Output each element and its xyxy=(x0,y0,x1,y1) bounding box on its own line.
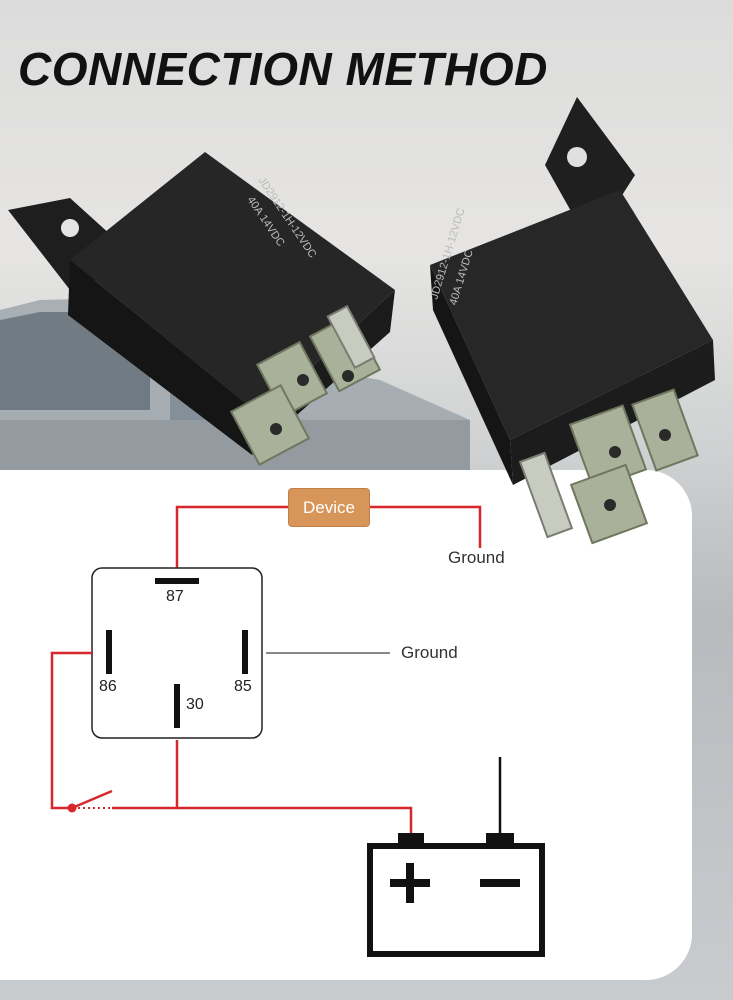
pin-85-label: 85 xyxy=(234,678,252,695)
pin-86-label: 86 xyxy=(99,678,117,695)
page-title: CONNECTION METHOD xyxy=(18,43,548,95)
wire-86-to-switch xyxy=(50,651,92,810)
pin-30-label: 30 xyxy=(186,696,204,713)
ground-label-device: Ground xyxy=(448,548,505,567)
wire-to-battery-positive xyxy=(177,806,413,833)
pin-87-label: 87 xyxy=(166,588,184,605)
battery-icon xyxy=(367,833,545,957)
pin-86-terminal xyxy=(106,630,112,674)
wire-87-to-device xyxy=(175,505,288,580)
relay-right: JD2912-1H-12VDC 40A 14VDC xyxy=(428,97,715,545)
wire-device-to-ground xyxy=(368,505,482,548)
pin-87-terminal xyxy=(155,578,199,584)
pin-30-terminal xyxy=(174,684,180,728)
ground-label-85: Ground xyxy=(401,643,458,662)
wire-30-to-battery xyxy=(112,740,179,810)
switch-lever xyxy=(71,789,113,810)
pin-85-terminal xyxy=(242,630,248,674)
device-box: Device xyxy=(288,488,370,527)
relay-left: JD2912-1H-12VDC 40A 14VDC xyxy=(8,152,395,466)
